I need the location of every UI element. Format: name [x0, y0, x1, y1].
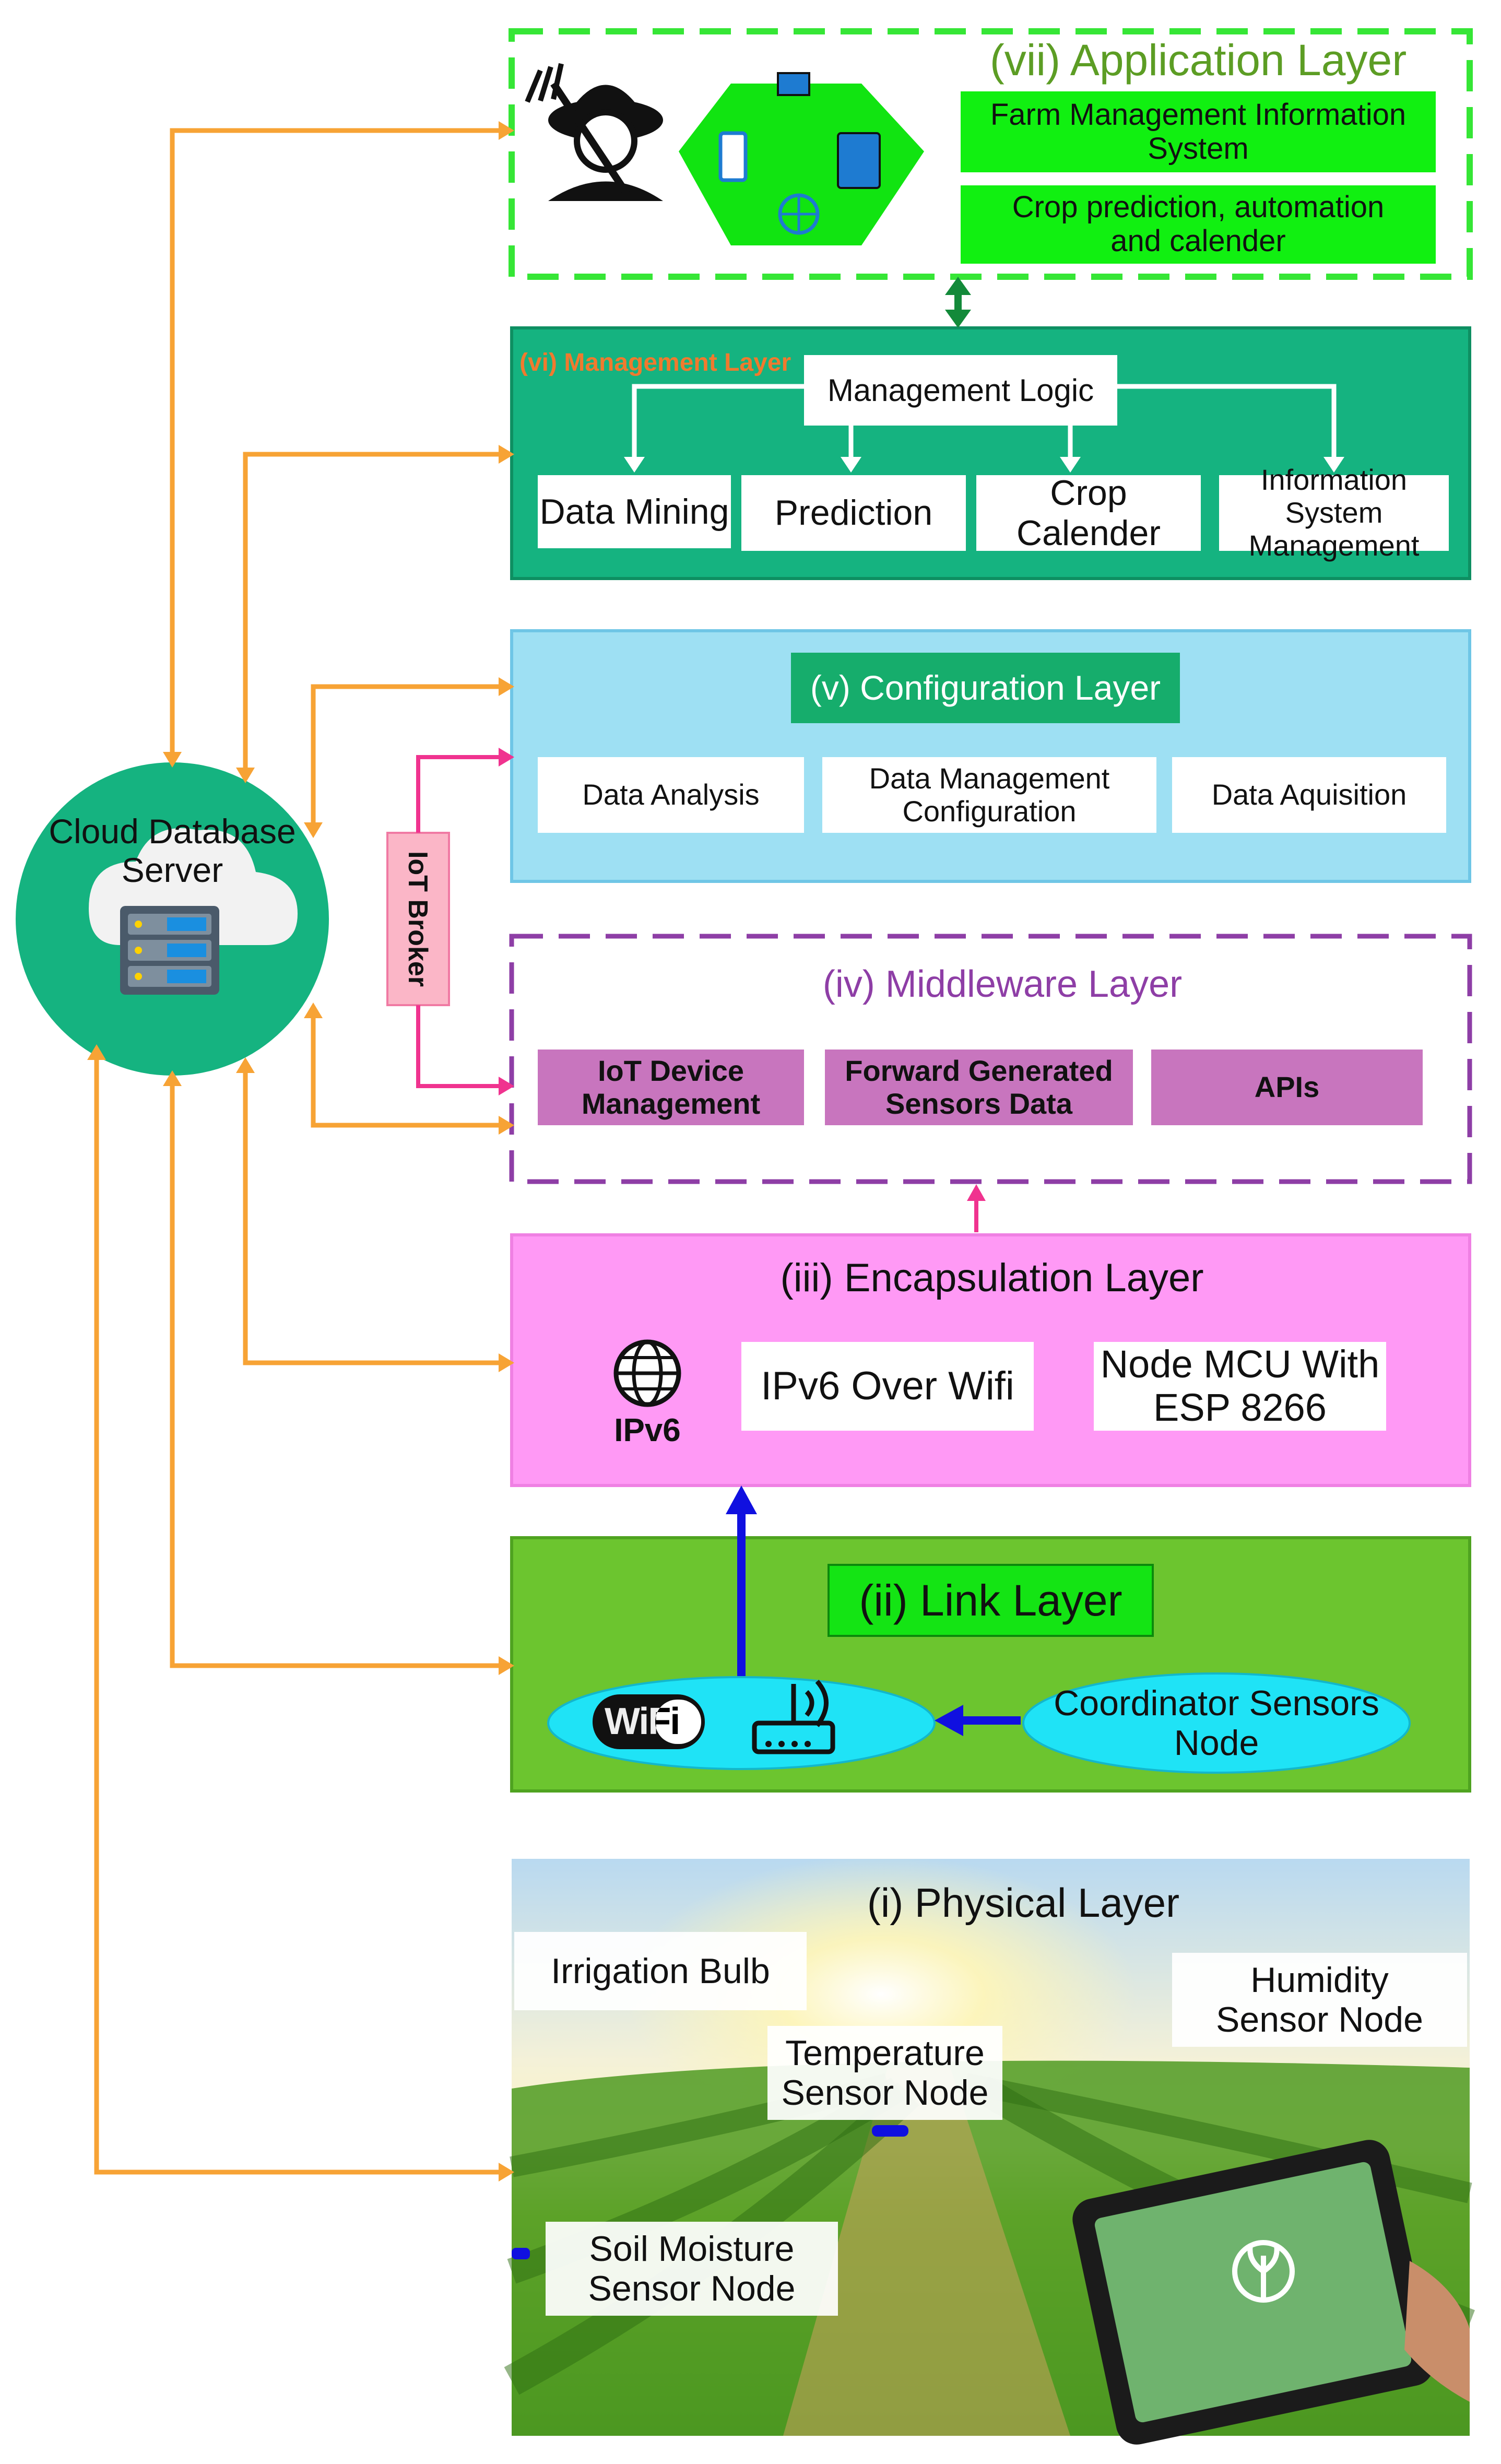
management-arrowheads: [624, 457, 1344, 473]
devices-hexagon: [679, 72, 924, 245]
farm-management-info-system-box: Farm Management Information System: [961, 91, 1436, 172]
irrigation-bulb-label: Irrigation Bulb: [514, 1932, 807, 2010]
management-layer-title: (vi) Management Layer: [519, 349, 791, 377]
management-logic-tree: [632, 384, 1337, 459]
iot-broker-label: IoT Broker: [403, 851, 433, 987]
apis-box: APIs: [1151, 1050, 1423, 1125]
cloud-database-server-label: Cloud Database Server: [49, 812, 296, 889]
forward-generated-sensors-data-box: Forward Generated Sensors Data: [825, 1050, 1133, 1125]
data-analysis-box: Data Analysis: [538, 757, 804, 833]
management-logic-box: Management Logic: [804, 355, 1117, 426]
data-aquisition-box: Data Aquisition: [1172, 757, 1446, 833]
iot-broker-box: [386, 832, 450, 1006]
app-management-arrow: [945, 277, 971, 328]
cloud-connections: [94, 128, 501, 2175]
temperature-sensor-node-label: Temperature Sensor Node: [767, 2026, 1002, 2120]
ipv6-over-wifi-box: IPv6 Over Wifi: [741, 1342, 1034, 1431]
wifi-logo-label: WiFi: [605, 1701, 680, 1743]
crop-calender-box: Crop Calender: [976, 473, 1201, 553]
crop-prediction-box: Crop prediction, automation and calender: [961, 185, 1436, 264]
humidity-sensor-node-label: Humidity Sensor Node: [1172, 1953, 1467, 2047]
router-icon: [752, 1680, 835, 1754]
temperature-sensor-marker: [872, 2125, 908, 2137]
pink-arrowheads: [499, 748, 986, 1201]
data-management-configuration-box: Data Management Configuration: [822, 757, 1156, 833]
coordinator-sensors-node-label: Coordinator Sensors Node: [1054, 1683, 1379, 1763]
orange-arrowheads: [87, 121, 514, 2182]
information-system-management-box: Information System Management: [1219, 464, 1449, 562]
phone-icon: [718, 131, 748, 182]
prediction-box: Prediction: [741, 475, 966, 551]
tablet-icon: [1072, 2140, 1470, 2445]
cloud-database-server: [16, 762, 329, 1076]
coordinator-ellipse: [1022, 1672, 1411, 1774]
iot-device-management-box: IoT Device Management: [538, 1050, 804, 1125]
physical-layer-scene: [504, 1828, 1475, 2445]
data-mining-box: Data Mining: [538, 475, 731, 548]
soil-moisture-sensor-node-label: Soil Moisture Sensor Node: [546, 2222, 838, 2316]
farmer-icon: [525, 63, 663, 201]
soil-sensor-marker: [512, 2248, 530, 2259]
node-mcu-esp8266-box: Node MCU With ESP 8266: [1094, 1342, 1386, 1431]
desktop-icon: [777, 72, 810, 96]
wifi-logo-icon: [593, 1694, 705, 1749]
ipv6-label: IPv6: [614, 1412, 681, 1449]
configuration-layer-title: (v) Configuration Layer: [791, 653, 1180, 723]
application-layer-title: (vii) Application Layer: [989, 35, 1407, 85]
encapsulation-layer-title: (iii) Encapsulation Layer: [780, 1255, 1204, 1300]
tablet-device-icon: [837, 132, 881, 189]
ipv6-globe-icon: [613, 1339, 681, 1407]
middleware-layer-title: (iv) Middleware Layer: [822, 963, 1183, 1005]
blue-arrows: [726, 1486, 1021, 1736]
link-layer-title: (ii) Link Layer: [828, 1564, 1154, 1637]
broker-connections: [416, 755, 978, 1232]
physical-layer-title: (i) Physical Layer: [867, 1880, 1180, 1926]
